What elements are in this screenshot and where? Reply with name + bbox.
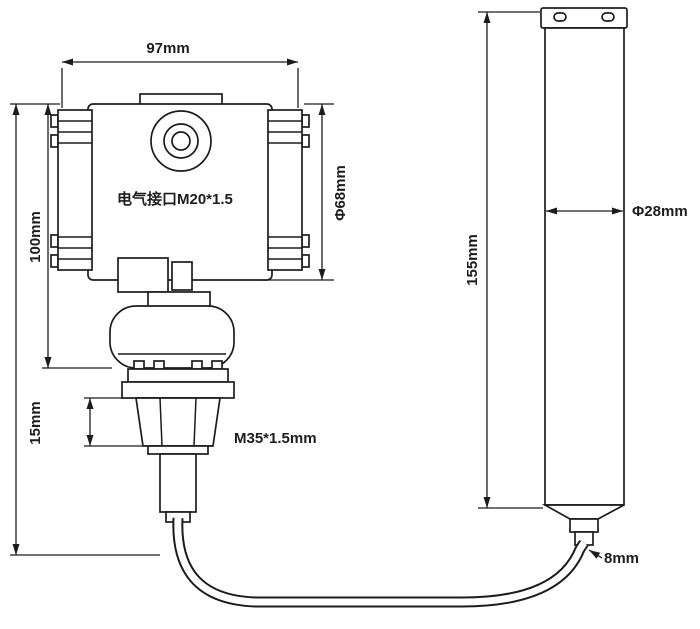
dim-cable-diameter-label: 8mm <box>604 550 639 567</box>
dim-overall-height <box>10 103 160 556</box>
washer <box>147 445 209 455</box>
electrical-port-label: 电气接口M20*1.5 <box>117 190 233 208</box>
dim-cable-diameter: 8mm <box>588 549 639 567</box>
hex-facet-line <box>193 397 197 447</box>
flange-bolt <box>153 360 165 370</box>
thread-pipe <box>159 453 197 513</box>
cap-fin <box>301 254 310 268</box>
dim-probe-length-label: 155mm <box>464 234 481 286</box>
dim-housing-diameter: Φ68mm <box>260 103 349 281</box>
flange-lower <box>121 381 235 399</box>
dim-housing-diameter-label: Φ68mm <box>332 165 349 221</box>
cable <box>172 517 589 608</box>
dim-probe-diameter-label: Φ28mm <box>632 203 688 220</box>
dim-flange-height-label: 15mm <box>27 401 44 444</box>
junction-stub <box>171 261 193 291</box>
process-chamber <box>109 305 235 369</box>
leader-line <box>588 549 603 559</box>
housing-right-cap <box>267 109 303 271</box>
transmitter-assembly <box>50 93 310 523</box>
flange-upper <box>127 368 229 383</box>
probe-vent-slot <box>553 12 567 22</box>
callout-labels: 电气接口M20*1.5 M35*1.5mm <box>117 190 317 447</box>
dim-housing-height-label: 100mm <box>27 211 44 263</box>
probe-vent-slot <box>601 12 615 22</box>
dim-housing-width-label: 97mm <box>146 40 189 57</box>
display-window-inner <box>171 131 191 151</box>
probe-body <box>544 27 625 506</box>
cap-fin <box>301 234 310 248</box>
flange-bolt <box>211 360 223 370</box>
hex-facet-line <box>159 397 163 447</box>
cap-fin <box>50 134 59 148</box>
junction-block <box>117 257 169 293</box>
cap-fin <box>50 114 59 128</box>
dim-probe-length: 155mm <box>464 11 543 509</box>
hex-locknut <box>135 397 221 447</box>
dim-housing-height: 100mm <box>27 104 112 369</box>
cable-core <box>174 517 587 606</box>
dim-probe-diameter: Φ28mm <box>546 203 688 220</box>
probe-assembly <box>540 7 628 546</box>
flange-bolt <box>191 360 203 370</box>
cable-outline <box>172 517 589 608</box>
cap-fin <box>301 134 310 148</box>
cap-fin <box>301 114 310 128</box>
dim-flange-height: 15mm <box>27 397 142 447</box>
flange-bolt <box>133 360 145 370</box>
cap-fin <box>50 234 59 248</box>
cap-fin <box>50 254 59 268</box>
dim-housing-width: 97mm <box>61 40 299 108</box>
housing-left-cap <box>57 109 93 271</box>
probe-bottom-taper <box>541 504 625 520</box>
probe-cable-gland <box>569 518 599 533</box>
thread-spec-label: M35*1.5mm <box>234 430 317 447</box>
